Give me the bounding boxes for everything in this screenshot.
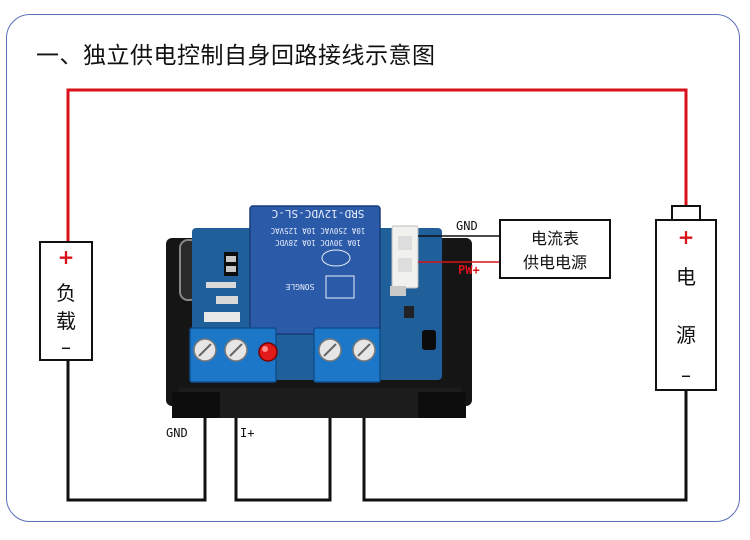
supply-char2: 源 (676, 323, 696, 347)
label-gnd-top: GND (456, 219, 478, 233)
load-plus: + (58, 245, 75, 269)
load-char2: 载 (56, 309, 76, 333)
black-wire-supply (362, 360, 688, 502)
load-box: + 负 载 – (39, 241, 93, 361)
supply-plus: + (678, 225, 695, 249)
load-char1: 负 (56, 281, 76, 305)
supply-char1: 电 (676, 265, 696, 289)
page-title: 一、独立供电控制自身回路接线示意图 (36, 43, 436, 69)
relay-spec1: 10A 250VAC 10A 125VAC (271, 226, 366, 235)
label-i-plus: I+ (240, 426, 254, 440)
ammeter-supply-line2: 供电电源 (523, 253, 587, 272)
load-minus: – (61, 335, 71, 359)
relay-brand: SONGLE (285, 282, 314, 291)
outer-frame (6, 14, 740, 522)
supply-minus: – (681, 363, 691, 387)
controller-module: SRD-12VDC-SL-C 10A 250VAC 10A 125VAC 10A… (166, 205, 472, 418)
ammeter-supply-line1: 电流表 (531, 229, 579, 248)
black-wire-i-plus (234, 360, 332, 502)
relay-model: SRD-12VDC-SL-C (272, 207, 365, 220)
black-wire-load (66, 360, 207, 502)
red-wire (66, 88, 688, 242)
label-pw-plus: PW+ (458, 263, 480, 277)
label-gnd-bottom: GND (166, 426, 188, 440)
relay-spec2: 10A 30VDC 10A 28VDC (275, 238, 361, 247)
ammeter-supply-box: 电流表 供电电源 (499, 219, 611, 279)
power-supply-box: + 电 源 – (655, 205, 717, 391)
